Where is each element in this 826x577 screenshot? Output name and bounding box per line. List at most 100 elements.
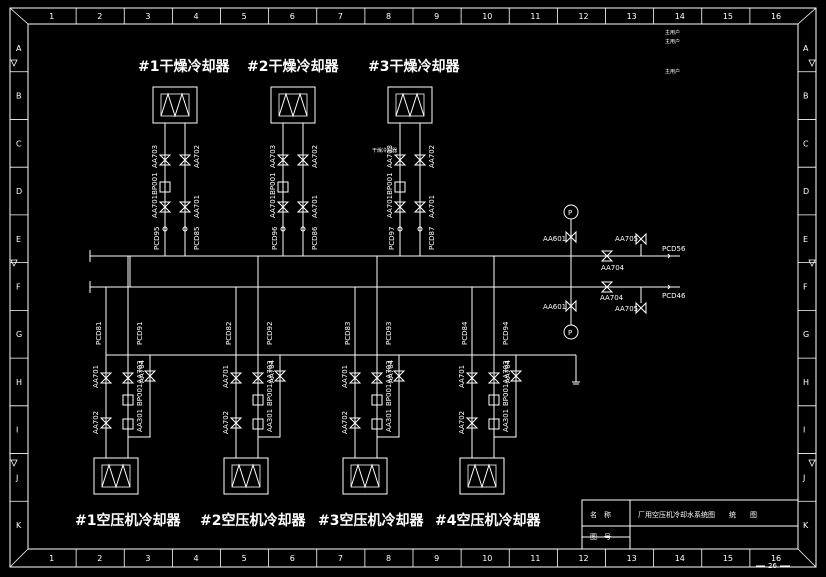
compressor-v1-label: AA701 [341, 365, 349, 388]
dryer-exchanger-coil [278, 93, 308, 117]
gauge-box-icon [252, 394, 264, 406]
col-label-bottom: 16 [771, 554, 781, 563]
col-label-bottom: 2 [97, 554, 102, 563]
col-label-bottom: 7 [338, 554, 343, 563]
dryer-extra-label: 干燥冷却器 [372, 147, 397, 154]
compressor-exchanger-coil [350, 464, 380, 488]
valve-aa704-icon [392, 370, 406, 382]
row-label-left: B [16, 92, 22, 101]
dryer-pipe-left-label: PCD97 [388, 227, 396, 250]
gauge-box-icon [159, 181, 171, 193]
frame-arrow-icon [808, 59, 816, 67]
row-label-right: A [803, 44, 809, 53]
compressor-exchanger-coil [101, 464, 131, 488]
col-label-top: 13 [627, 12, 637, 21]
heat-exchanger-coil-icon [101, 463, 131, 489]
valve-top-icon [393, 154, 407, 166]
valve-aa701-icon [99, 372, 113, 384]
compressor-v1-label: AA701 [92, 365, 100, 388]
compressor-pipe-left-label: PCD81 [95, 322, 103, 345]
title-block: 名 称 厂用空压机冷却水系统图 统 图 图 号 26 [581, 499, 799, 570]
dryer-exchanger-coil [395, 93, 425, 117]
compressor-v5-label: AA301 [502, 409, 510, 432]
row-label-right: C [803, 139, 809, 148]
dryer-valve-bottom-label: AA701 [428, 195, 436, 218]
valve-aa601-lower-icon [565, 299, 577, 313]
row-label-left: G [16, 330, 22, 339]
heat-exchanger-coil-icon [467, 463, 497, 489]
pressure-gauge-lower [563, 324, 579, 340]
frame-arrow-icon [10, 59, 18, 67]
compressor-exchanger [342, 457, 388, 495]
flow-point-icon [300, 226, 306, 232]
compressor-v2-label: AA702 [92, 411, 100, 434]
compressor-v5-label: AA301 [136, 409, 144, 432]
frame-arrow-icon [808, 259, 816, 267]
upper-gauge-valve-label: AA601 [543, 235, 566, 243]
frame-arrow-icon [808, 459, 816, 467]
dryer-exchanger-coil [160, 93, 190, 117]
row-label-left: K [16, 521, 22, 530]
sensor-box-icon [488, 418, 500, 430]
grid-labels: 1122334455667788991010111112121313141415… [15, 12, 809, 563]
compressor-bypass-pipe [106, 354, 151, 438]
col-label-top: 7 [338, 12, 343, 21]
row-label-left: I [16, 426, 18, 435]
compressor-pipe-right-label: PCD92 [266, 322, 274, 345]
dryer-valve-top-label: AA703 [386, 145, 394, 168]
dryer-valve-bottom-label: AA701 [193, 195, 201, 218]
upper-valve-below-label: AA704 [601, 264, 625, 272]
col-label-bottom: 5 [242, 554, 247, 563]
dryer-pipe-left-label: PCD95 [153, 227, 161, 250]
pressure-gauge-upper-label: P [568, 209, 572, 217]
col-label-top: 16 [771, 12, 781, 21]
col-label-bottom: 6 [290, 554, 295, 563]
dryer-valve-right-label: AA702 [193, 145, 201, 168]
lower-valve-above-label: AA704 [600, 294, 624, 302]
compressor-exchanger [93, 457, 139, 495]
sensor-box-icon [371, 418, 383, 430]
dryer-pipe-right-label: PCD86 [311, 226, 319, 250]
valve-aa703-icon [251, 372, 265, 384]
dryer-valve-bottom-label: AA701 [311, 195, 319, 218]
dryer-exchanger [152, 86, 198, 124]
heat-exchanger-coil-icon [395, 92, 425, 118]
col-label-bottom: 13 [627, 554, 637, 563]
gauge-box-icon [122, 394, 134, 406]
valve-aa704-lower-icon [600, 281, 614, 293]
valve-right-icon [178, 154, 192, 166]
gauge-box-icon [488, 394, 500, 406]
sensor-box-icon [122, 418, 134, 430]
pressure-gauge-lower-label: P [568, 329, 572, 337]
valve-bottom-icon [276, 201, 290, 213]
col-label-top: 8 [386, 12, 391, 21]
flow-point-icon [397, 226, 403, 232]
dryer-valve-top-label: AA703 [269, 145, 277, 168]
col-label-top: 2 [97, 12, 102, 21]
col-label-top: 11 [530, 12, 540, 21]
row-label-left: J [15, 473, 18, 482]
title-block-name-label: 名 称 [590, 510, 611, 519]
frame-arrow-icon [10, 459, 18, 467]
col-label-bottom: 4 [193, 554, 198, 563]
valve-bottom-icon [158, 201, 172, 213]
dryer-valve-right-label: AA702 [311, 145, 319, 168]
flow-point-icon [417, 226, 423, 232]
heat-exchanger-coil-icon [278, 92, 308, 118]
compressor-v3-label: BP001AA703 [502, 360, 510, 406]
valve-aa701-icon [465, 372, 479, 384]
valve-right-icon [296, 154, 310, 166]
compressor-exchanger [459, 457, 505, 495]
dryer-valve-top-label: AA703 [151, 145, 159, 168]
dryer-title: #3干燥冷却器 [368, 58, 460, 75]
compressor-v2-label: AA702 [341, 411, 349, 434]
valve-aa704-upper-icon [600, 250, 614, 262]
valve-aa704-icon [509, 370, 523, 382]
compressor-v4-label: AA704 [268, 359, 276, 383]
col-label-bottom: 1 [49, 554, 54, 563]
compressor-pipe-left-label: PCD82 [225, 322, 233, 345]
